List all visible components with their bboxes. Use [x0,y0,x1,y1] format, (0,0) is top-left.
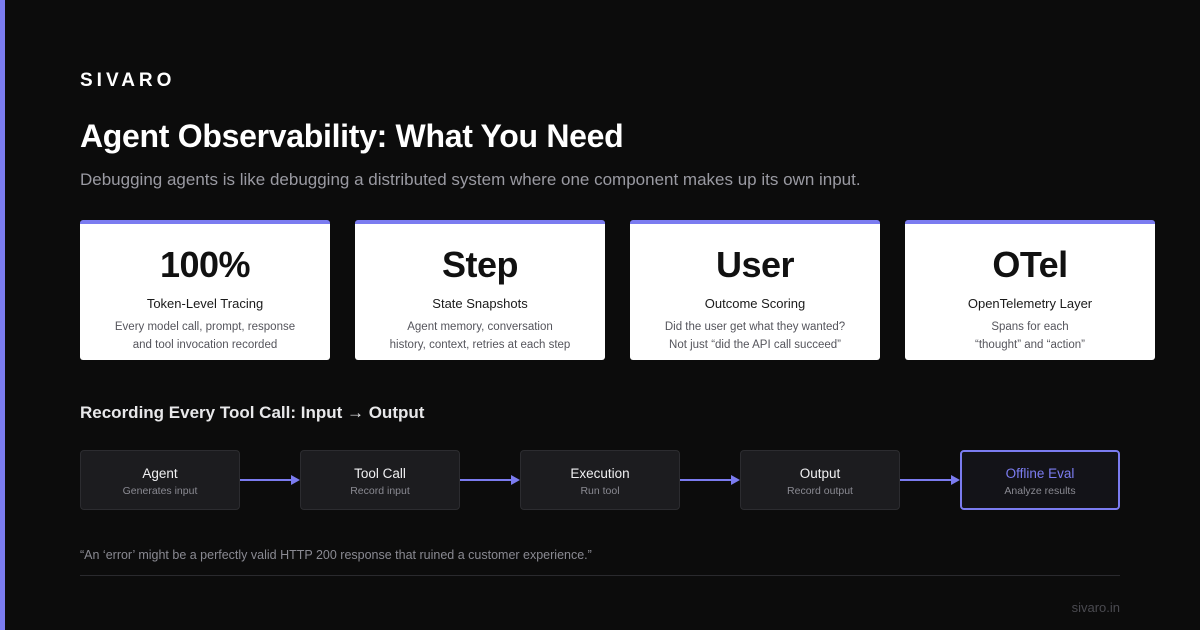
card-label: Token-Level Tracing [146,296,264,311]
card-label: State Snapshots [432,296,528,311]
card-label: OpenTelemetry Layer [967,296,1093,311]
card-opentelemetry: OTel OpenTelemetry Layer Spans for each“… [905,220,1155,360]
card-outcome-scoring: User Outcome Scoring Did the user get wh… [630,220,880,360]
card-stat: OTel [992,244,1068,285]
card-stat: 100% [159,244,251,285]
node-title: Offline Eval [1005,466,1075,481]
card-label: Outcome Scoring [704,296,806,311]
left-accent-bar [0,0,5,630]
node-subtitle: Run tool [580,485,620,497]
flow-node-output: Output Record output [740,450,900,510]
card-token-tracing: 100% Token-Level Tracing Every model cal… [80,220,330,360]
arrow-head-icon [511,475,520,485]
flow-node-agent: Agent Generates input [80,450,240,510]
node-title: Tool Call [354,466,406,481]
arrow-head-icon [951,475,960,485]
section-title: Recording Every Tool Call: Input → Outpu… [80,403,425,422]
tool-call-flow: Agent Generates input Tool Call Record i… [80,450,1120,510]
flow-arrow [900,479,952,481]
card-stat: Step [441,244,519,285]
flow-node-tool-call: Tool Call Record input [300,450,460,510]
flow-arrow [460,479,512,481]
node-title: Execution [570,466,630,481]
arrow-head-icon [731,475,740,485]
flow-arrow [680,479,732,481]
arrow-head-icon [291,475,300,485]
node-subtitle: Analyze results [1004,485,1076,497]
footer-divider [80,575,1120,576]
node-title: Agent [142,466,178,481]
node-subtitle: Record input [350,485,410,497]
node-subtitle: Generates input [122,485,198,497]
brand-logo: SIVARO [80,70,176,91]
page-subtitle: Debugging agents is like debugging a dis… [80,170,861,189]
node-title: Output [799,466,841,481]
feature-cards: 100% Token-Level Tracing Every model cal… [80,220,1155,360]
node-subtitle: Record output [787,485,853,497]
card-description: Spans for each“thought” and “action” [975,321,1085,351]
card-description: Did the user get what they wanted?Not ju… [664,321,846,351]
footer-url: sivaro.in [1071,600,1120,615]
quote-text: “An ‘error’ might be a perfectly valid H… [80,548,592,562]
page-title: Agent Observability: What You Need [80,118,624,154]
flow-arrow [240,479,292,481]
flow-node-execution: Execution Run tool [520,450,680,510]
card-stat: User [715,244,795,285]
flow-node-offline-eval: Offline Eval Analyze results [960,450,1120,510]
card-state-snapshots: Step State Snapshots Agent memory, conve… [355,220,605,360]
